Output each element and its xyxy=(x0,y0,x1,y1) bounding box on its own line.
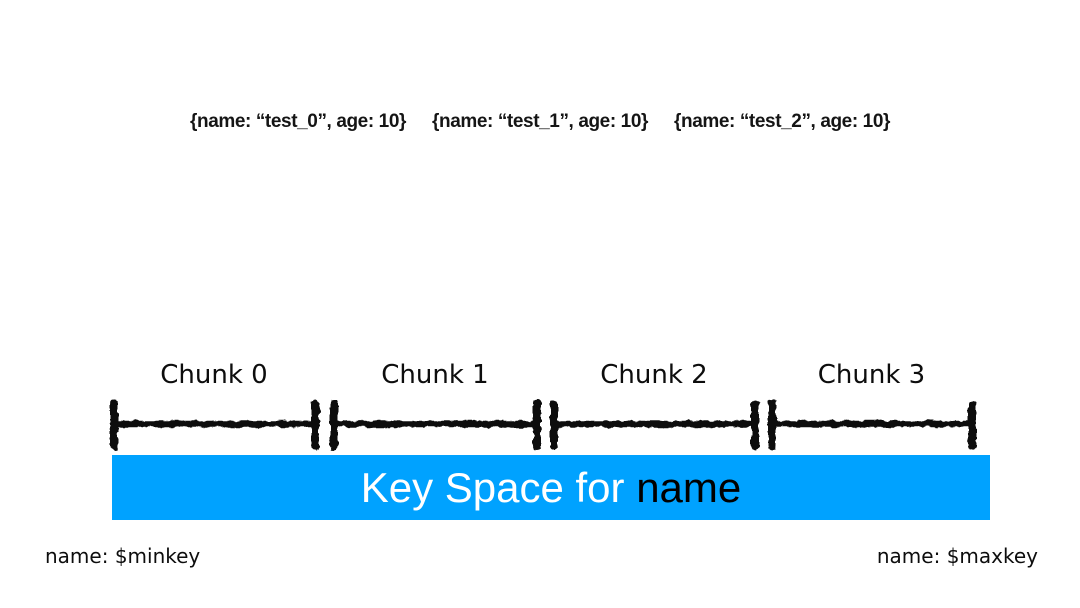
chunk-0-interval xyxy=(110,400,319,450)
sample-document-1: {name: “test_1”, age: 10} xyxy=(432,111,648,132)
chunk-1-interval xyxy=(330,400,541,450)
sample-document-0: {name: “test_0”, age: 10} xyxy=(190,111,406,132)
sample-document-2: {name: “test_2”, age: 10} xyxy=(674,111,890,132)
chunk-2-interval xyxy=(550,400,759,450)
chunk-3-interval xyxy=(768,400,976,450)
chunk-0-label: Chunk 0 xyxy=(160,360,268,390)
chunk-3-label: Chunk 3 xyxy=(817,360,926,390)
range-min-label: name: $minkey xyxy=(45,544,201,568)
keyspace-banner-prefix: Key Space for xyxy=(360,463,637,511)
chunk-2-label: Chunk 2 xyxy=(600,360,708,390)
chunk-1-label: Chunk 1 xyxy=(381,360,489,390)
keyspace-banner-field-name: name xyxy=(636,463,742,511)
range-max-label: name: $maxkey xyxy=(876,544,1038,568)
chunk-interval-segments xyxy=(110,400,976,450)
sample-documents-row: {name: “test_0”, age: 10} {name: “test_1… xyxy=(0,111,1080,133)
keyspace-banner: Key Space for name xyxy=(112,455,990,520)
